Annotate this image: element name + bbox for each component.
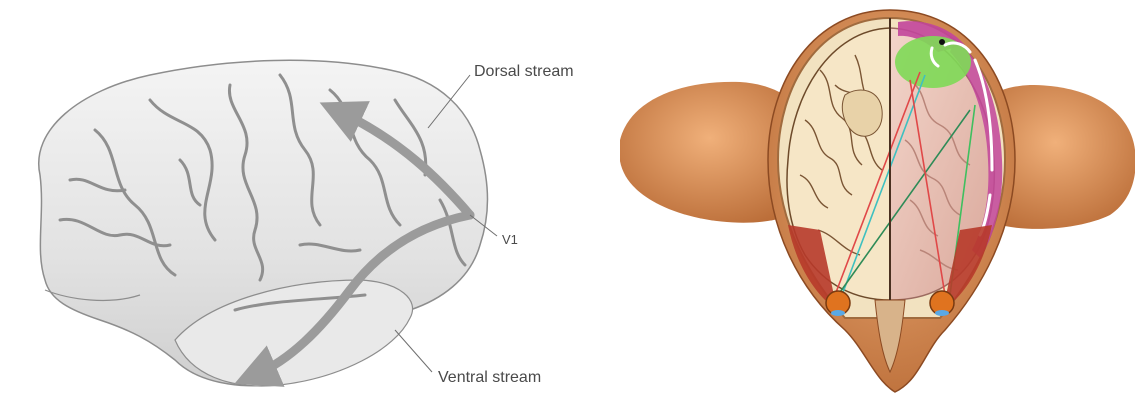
fixation-dot — [939, 39, 945, 45]
dorsal-stream-label: Dorsal stream — [474, 63, 574, 80]
ventral-leader-line — [395, 330, 432, 372]
head-section-illustration — [620, 0, 1135, 400]
brain-diagram: Dorsal stream V1 Ventral stream — [0, 0, 600, 400]
macaque-brain-lateral-view: Dorsal stream V1 Ventral stream — [0, 0, 600, 400]
ventral-stream-label: Ventral stream — [438, 369, 541, 386]
human-head-brain-section — [620, 0, 1135, 400]
v1-label: V1 — [502, 232, 518, 247]
left-eye — [826, 291, 850, 316]
right-eye — [930, 291, 954, 316]
